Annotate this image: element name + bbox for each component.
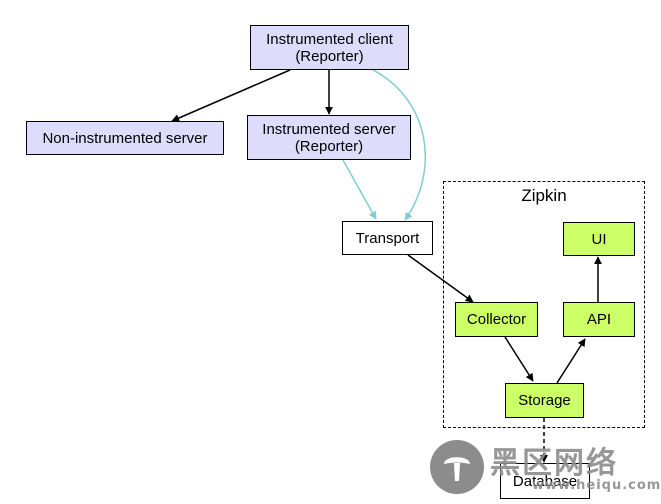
node-storage: Storage — [505, 383, 584, 418]
node-collector: Collector — [455, 302, 538, 337]
node-instrumented-client: Instrumented client (Reporter) — [250, 25, 409, 70]
edge-transport-to-collector — [407, 254, 474, 303]
edge-client-to-transport — [372, 69, 427, 221]
node-non-instrumented-server: Non-instrumented server — [26, 121, 224, 155]
node-storage-label: Storage — [518, 392, 571, 409]
watermark-site-url: www.heiqu.com — [532, 478, 661, 493]
edge-storage-to-api — [556, 338, 586, 384]
node-non-instrumented-server-label: Non-instrumented server — [42, 129, 208, 147]
node-database: Database — [500, 463, 590, 499]
watermark-site-name: 黑区网络 — [490, 446, 618, 481]
node-instrumented-client-label: Instrumented client (Reporter) — [266, 30, 393, 65]
node-api: API — [563, 302, 635, 337]
edge-client-to-non-instrumented-server — [171, 69, 291, 122]
node-transport: Transport — [342, 221, 433, 255]
site-watermark: 黑区网络 www.heiqu.com — [428, 438, 661, 502]
node-database-label: Database — [512, 472, 578, 490]
node-ui-label: UI — [591, 230, 607, 248]
node-instrumented-server-label: Instrumented server (Reporter) — [262, 120, 396, 155]
node-ui: UI — [563, 222, 635, 256]
node-collector-label: Collector — [466, 311, 527, 328]
edge-collector-to-storage — [504, 336, 534, 382]
zipkin-cluster-label: Zipkin — [521, 186, 567, 205]
edge-instrumented-server-to-transport — [342, 159, 377, 220]
node-transport-label: Transport — [355, 229, 420, 247]
mushroom-icon — [444, 457, 470, 481]
node-api-label: API — [586, 311, 612, 328]
node-instrumented-server: Instrumented server (Reporter) — [247, 115, 411, 160]
